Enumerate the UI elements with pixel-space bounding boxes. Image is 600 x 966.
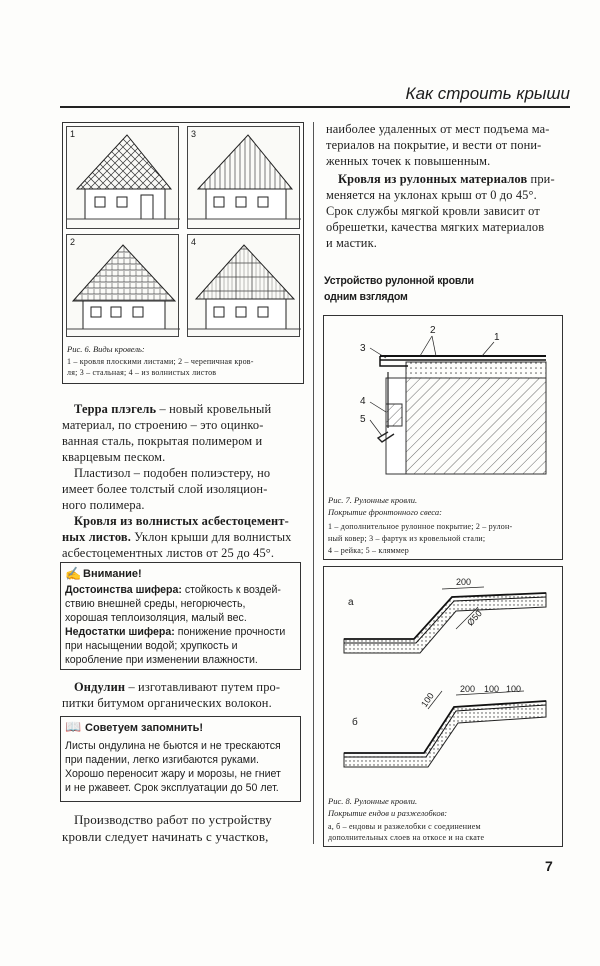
callout-label: 4 [360, 396, 366, 407]
paragraph-ondulin: Ондулин – изготавливают путем про- [74, 680, 280, 696]
attention-line: коробление при изменении влажности. [65, 654, 258, 666]
figure-6-roof-types: 1 3 [62, 122, 304, 384]
text-line: наиболее удаленных от мест подъема ма- [326, 122, 550, 136]
text-span: – изготавливают путем про- [125, 680, 281, 694]
variant-label-b: б [352, 717, 358, 728]
dimension-label: 100 [484, 684, 500, 694]
remember-box: 📖 Советуем запомнить! Листы ондулина не … [60, 716, 301, 802]
figure-8-caption-line: дополнительных слоев на откосе и на скат… [328, 833, 485, 842]
dimension-label: 200 [456, 577, 472, 587]
roof-corrugated-illustration: 4 [187, 234, 301, 337]
text-line: женных точек к повышенным. [326, 154, 491, 168]
attention-box: ✍ Внимание! Достоинства шифера: стойкост… [60, 562, 301, 670]
text-line: асбестоцементных листов от 25 до 45°. [62, 546, 275, 560]
roof-flat-sheets-illustration: 1 [66, 126, 180, 229]
header-rule [60, 106, 570, 108]
term-rulon: Кровля из рулонных материалов [338, 172, 528, 186]
text-line: Пластизол – подобен полиэстеру, но [74, 466, 271, 480]
figure-6-caption-line: 1 – кровля плоскими листами; 2 – черепич… [67, 357, 254, 366]
callout-label: 2 [430, 325, 436, 336]
figure-8-caption-line: а, б – ендовы и разжелобки с соединением [328, 822, 481, 831]
term-ondulin: Ондулин [74, 680, 126, 694]
text-line: ных листов. Уклон крыши для волнистых [62, 530, 292, 546]
text-line: кварцевым песком. [62, 450, 166, 464]
text-line: имеет более толстый слой изоляцион- [62, 482, 268, 496]
term-asbest-cont: ных листов. [62, 530, 131, 544]
attention-heading: Внимание! [83, 568, 142, 580]
hand-icon: ✍ [65, 566, 82, 581]
text-line: обрешетки, качества мягких материалов [326, 220, 545, 234]
text-line: Срок службы мягкой кровли зависит от [326, 204, 540, 218]
figure-6-caption-line: ля; 3 – стальная; 4 – из волнистых листо… [67, 368, 217, 377]
text-line: меняется на уклонах крыш от 0 до 45°. [326, 188, 537, 202]
panel-number: 2 [70, 237, 76, 247]
figure-8-caption-subtitle: Покрытие ендов и разжелобков: [328, 808, 448, 818]
remember-line: при падении, легко изгибаются руками. [65, 754, 259, 766]
figure-8-valleys: а 200 Ø50 б 200 100 100 100 Рис. 8. Руло… [323, 566, 563, 847]
figure-7-caption-line: 1 – дополнительное рулонное покрытие; 2 … [328, 522, 513, 531]
book-icon: 📖 [65, 719, 82, 734]
panel-number: 1 [70, 129, 76, 139]
dimension-label: 100 [506, 684, 522, 694]
section-title: Устройство рулонной кровли [324, 275, 474, 287]
term-terra: Терра плэгель [74, 402, 157, 416]
paragraph-rulon: Кровля из рулонных материалов при- [338, 172, 555, 188]
remember-line: Листы ондулина не бьются и не трескаются [65, 740, 281, 752]
callout-label: 3 [360, 343, 366, 354]
attention-line: Достоинства шифера: стойкость к воздей- [65, 584, 281, 596]
attention-line: при насыщении водой; хрупкость и [65, 640, 238, 652]
remember-heading: Советуем запомнить! [85, 722, 204, 734]
figure-7-gable-overhang: 3 2 1 4 5 Рис. 7. Рулонные кровли. Покры… [323, 315, 563, 560]
figure-8-caption-title: Рис. 8. Рулонные кровли. [328, 796, 418, 806]
attention-line: хорошая теплоизоляция, малый вес. [65, 612, 247, 624]
panel-number: 4 [191, 237, 197, 247]
figure-7-caption-title: Рис. 7. Рулонные кровли. [328, 495, 418, 505]
remember-line: и не ржавеет. Срок эксплуатации до 50 ле… [65, 782, 279, 794]
dimension-label: 200 [460, 684, 476, 694]
figure-7-caption-line: ный ковер; 3 – фартук из кровельной стал… [328, 534, 486, 543]
panel-number: 3 [191, 129, 197, 139]
text-line: Производство работ по устройству [74, 812, 272, 827]
roof-steel-illustration: 3 [187, 126, 301, 229]
roof-tile-illustration: 2 [66, 234, 180, 337]
overhang-drawing [369, 335, 547, 475]
text-line: Кровля из волнистых асбестоцемент- [74, 514, 289, 530]
paragraph-terra: Терра плэгель – новый кровельный [74, 402, 271, 418]
text-line: ного полимера. [62, 498, 145, 512]
text-line: материал, по строению – это оцинко- [62, 418, 264, 432]
remember-line: Хорошо переносит жару и морозы, не гниет [65, 768, 281, 780]
text-line: кровли следует начинать с участков, [62, 829, 269, 844]
text-line: – новый кровельный [156, 402, 272, 416]
text-line: териалов на покрытие, и вести от пони- [326, 138, 542, 152]
text-line: и мастик. [326, 236, 377, 250]
page-number: 7 [545, 858, 553, 874]
text-line: ванная сталь, покрытая полимером и [62, 434, 263, 448]
figure-6-caption-title: Рис. 6. Виды кровель: [67, 344, 145, 354]
section-title: одним взглядом [324, 291, 408, 303]
running-title: Как строить крыши [405, 84, 570, 103]
term-asbest: Кровля из волнистых асбестоцемент- [74, 514, 289, 528]
attention-line: ствию внешней среды, негорючесть, [65, 598, 246, 610]
valley-drawings [343, 586, 547, 768]
column-divider [313, 122, 314, 844]
text-span: Уклон крыши для волнистых [130, 530, 292, 544]
variant-label-a: а [348, 597, 354, 608]
callout-label: 1 [494, 332, 500, 343]
callout-label: 5 [360, 414, 366, 425]
text-span: при- [527, 172, 555, 186]
attention-line: Недостатки шифера: понижение прочности [65, 626, 286, 638]
text-line: питки битумом органических волокон. [62, 696, 272, 710]
figure-7-caption-line: 4 – рейка; 5 – кляммер [328, 546, 410, 555]
figure-7-caption-subtitle: Покрытие фронтонного свеса: [328, 507, 442, 517]
